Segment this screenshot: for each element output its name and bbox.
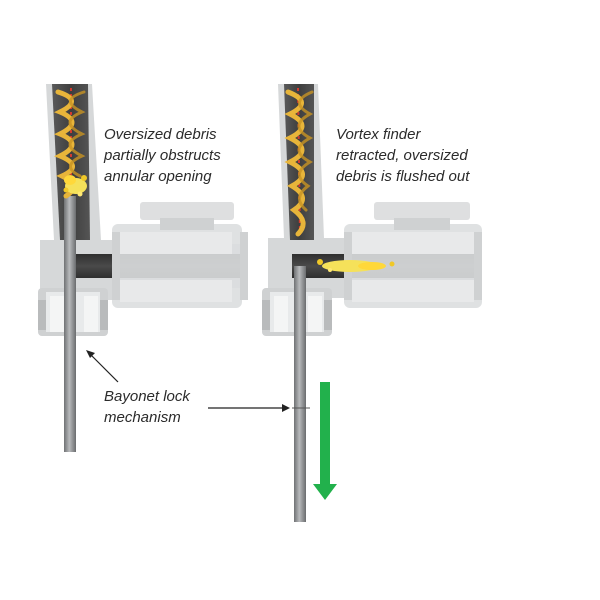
left-caption: Oversized debris partially obstructs ann…: [104, 126, 221, 185]
right-caption: Vortex finder retracted, oversized debri…: [336, 126, 470, 185]
left-valve: [112, 202, 248, 308]
bayonet-caption: Bayonet lock mechanism: [104, 388, 190, 426]
retraction-arrow: [313, 382, 337, 500]
right-debris: [317, 259, 395, 272]
right-helix: [284, 87, 314, 237]
right-assembly: [208, 84, 482, 522]
left-debris: [63, 175, 87, 197]
left-assembly: [38, 84, 248, 452]
right-vortex-finder-rod: [294, 266, 306, 522]
left-vortex-finder-rod: [64, 196, 76, 452]
right-valve: [344, 202, 482, 308]
left-bayonet-pointer: [89, 353, 119, 383]
